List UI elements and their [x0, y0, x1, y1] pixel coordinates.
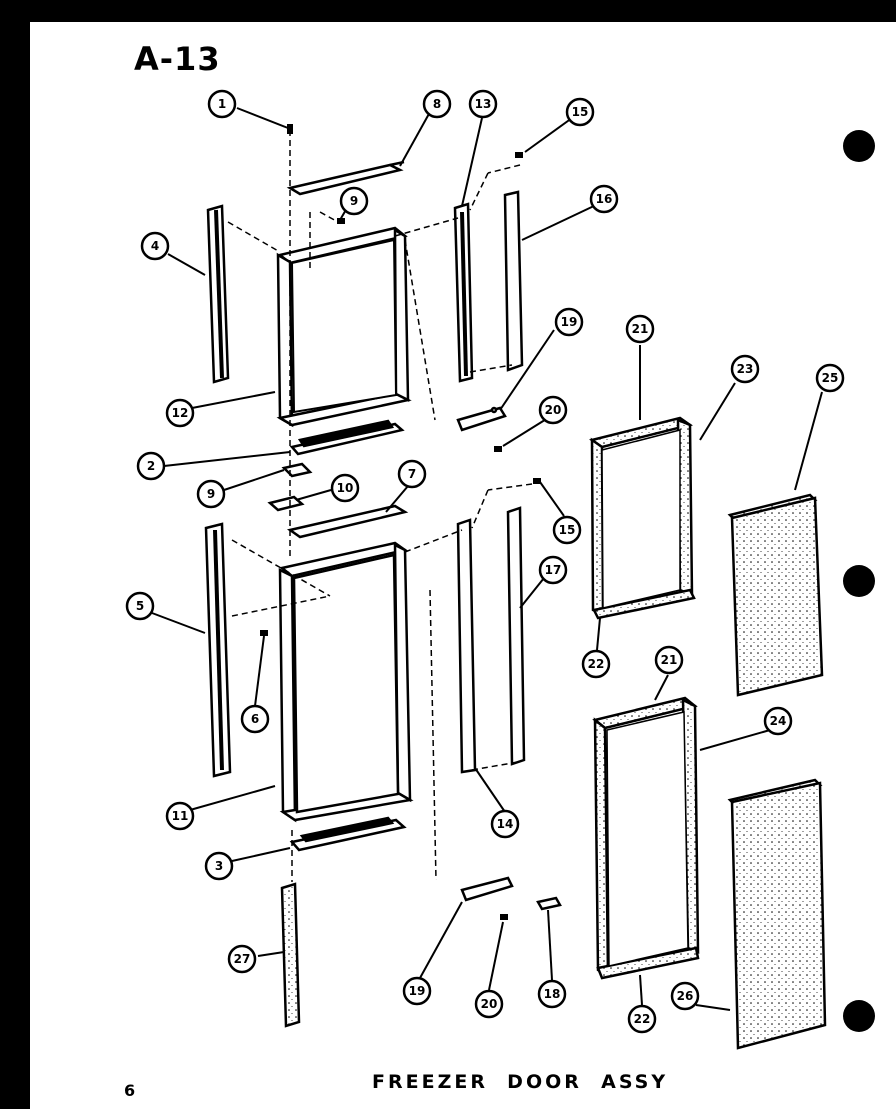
lower-panel-frame	[592, 696, 700, 980]
callout-label: 21	[661, 653, 678, 667]
callout-19-low	[402, 976, 432, 1006]
callout-26	[670, 981, 700, 1011]
callout-7	[397, 459, 427, 489]
upper-gasket-strip	[453, 202, 474, 383]
callout-label: 19	[409, 984, 426, 998]
callout-label: 22	[588, 657, 605, 671]
bottom-trim-piece	[280, 882, 301, 1028]
callout-9-mid	[196, 479, 226, 509]
callout-5	[125, 591, 155, 621]
callout-11	[165, 801, 195, 831]
callout-9-top	[339, 186, 369, 216]
lower-insulation-panel	[727, 778, 827, 1050]
callout-12	[165, 398, 195, 428]
callout-24	[763, 706, 793, 736]
callout-label: 9	[350, 194, 358, 208]
callout-6	[240, 704, 270, 734]
binder-hole-bottom	[843, 1000, 875, 1032]
callout-18	[537, 979, 567, 1009]
callout-label: 12	[172, 406, 189, 420]
callout-25	[815, 363, 845, 393]
callout-23	[730, 354, 760, 384]
lower-gasket-strip	[456, 518, 477, 774]
callout-label: 22	[634, 1012, 651, 1026]
callout-label: 18	[544, 987, 561, 1001]
callout-label: 19	[561, 315, 578, 329]
callout-label: 13	[475, 97, 492, 111]
lower-handle-trim	[506, 506, 526, 766]
callout-21-low	[654, 645, 684, 675]
callout-label: 27	[234, 952, 251, 966]
callout-1	[207, 89, 237, 119]
callout-label: 20	[545, 403, 562, 417]
callout-16	[589, 184, 619, 214]
callout-15-top	[565, 97, 595, 127]
callout-2	[136, 451, 166, 481]
callout-label: 16	[596, 192, 613, 206]
upper-hinge-bracket	[456, 406, 507, 432]
callout-label: 1	[218, 97, 226, 111]
callout-13	[468, 89, 498, 119]
upper-bottom-bracket	[289, 419, 405, 456]
lower-bottom-bracket	[289, 816, 407, 852]
callout-20-top	[538, 395, 568, 425]
callout-label: 24	[770, 714, 787, 728]
callout-19-top	[554, 307, 584, 337]
callout-27	[227, 944, 257, 974]
callout-4	[140, 231, 170, 261]
page-number: 6	[124, 1081, 136, 1100]
upper-panel-frame	[589, 416, 696, 620]
binder-hole-middle	[843, 565, 875, 597]
callout-label: 4	[151, 239, 159, 253]
diagram-caption: FREEZER DOOR ASSY	[372, 1071, 669, 1093]
upper-left-trim	[206, 204, 230, 384]
callout-22-top	[581, 649, 611, 679]
upper-door-frame	[276, 226, 412, 428]
binder-hole-top	[843, 130, 875, 162]
callout-label: 8	[433, 97, 441, 111]
upper-insulation-panel	[727, 493, 824, 697]
page-title: A-13	[134, 40, 221, 78]
callout-label: 25	[822, 371, 839, 385]
lower-hinge-bracket	[460, 876, 562, 911]
callout-label: 11	[172, 809, 189, 823]
callout-8-top	[422, 89, 452, 119]
callout-label: 3	[215, 859, 223, 873]
callout-label: 10	[337, 481, 354, 495]
callout-label: 2	[147, 459, 155, 473]
callout-22-low	[627, 1004, 657, 1034]
callout-label: 6	[251, 712, 259, 726]
callout-label: 14	[497, 817, 514, 831]
callout-label: 15	[559, 523, 576, 537]
lower-left-trim	[204, 522, 232, 778]
callout-17	[538, 555, 568, 585]
callout-label: 21	[632, 322, 649, 336]
callout-label: 7	[408, 467, 416, 481]
callout-numbers: 1 8 13 15 9 16 4 19 21 23 25 12 20 2 7 9…	[136, 97, 839, 1026]
callout-20-low	[474, 989, 504, 1019]
lower-top-hinge-plate	[286, 504, 409, 539]
callout-bubbles	[125, 89, 845, 1034]
callout-label: 26	[677, 989, 694, 1003]
leader-lines	[151, 107, 823, 1011]
lower-door-frame	[278, 541, 414, 823]
callout-3	[204, 851, 234, 881]
upper-handle-trim	[503, 190, 524, 372]
assembly-guide-lines	[227, 130, 533, 882]
callout-14	[490, 809, 520, 839]
screws	[260, 124, 541, 920]
callout-label: 5	[136, 599, 144, 613]
callout-21-top	[625, 314, 655, 344]
callout-15-low	[552, 515, 582, 545]
callout-label: 20	[481, 997, 498, 1011]
callout-label: 15	[572, 105, 589, 119]
callout-label: 9	[207, 487, 215, 501]
callout-label: 23	[737, 362, 754, 376]
callout-10	[330, 473, 360, 503]
callout-label: 17	[545, 563, 562, 577]
